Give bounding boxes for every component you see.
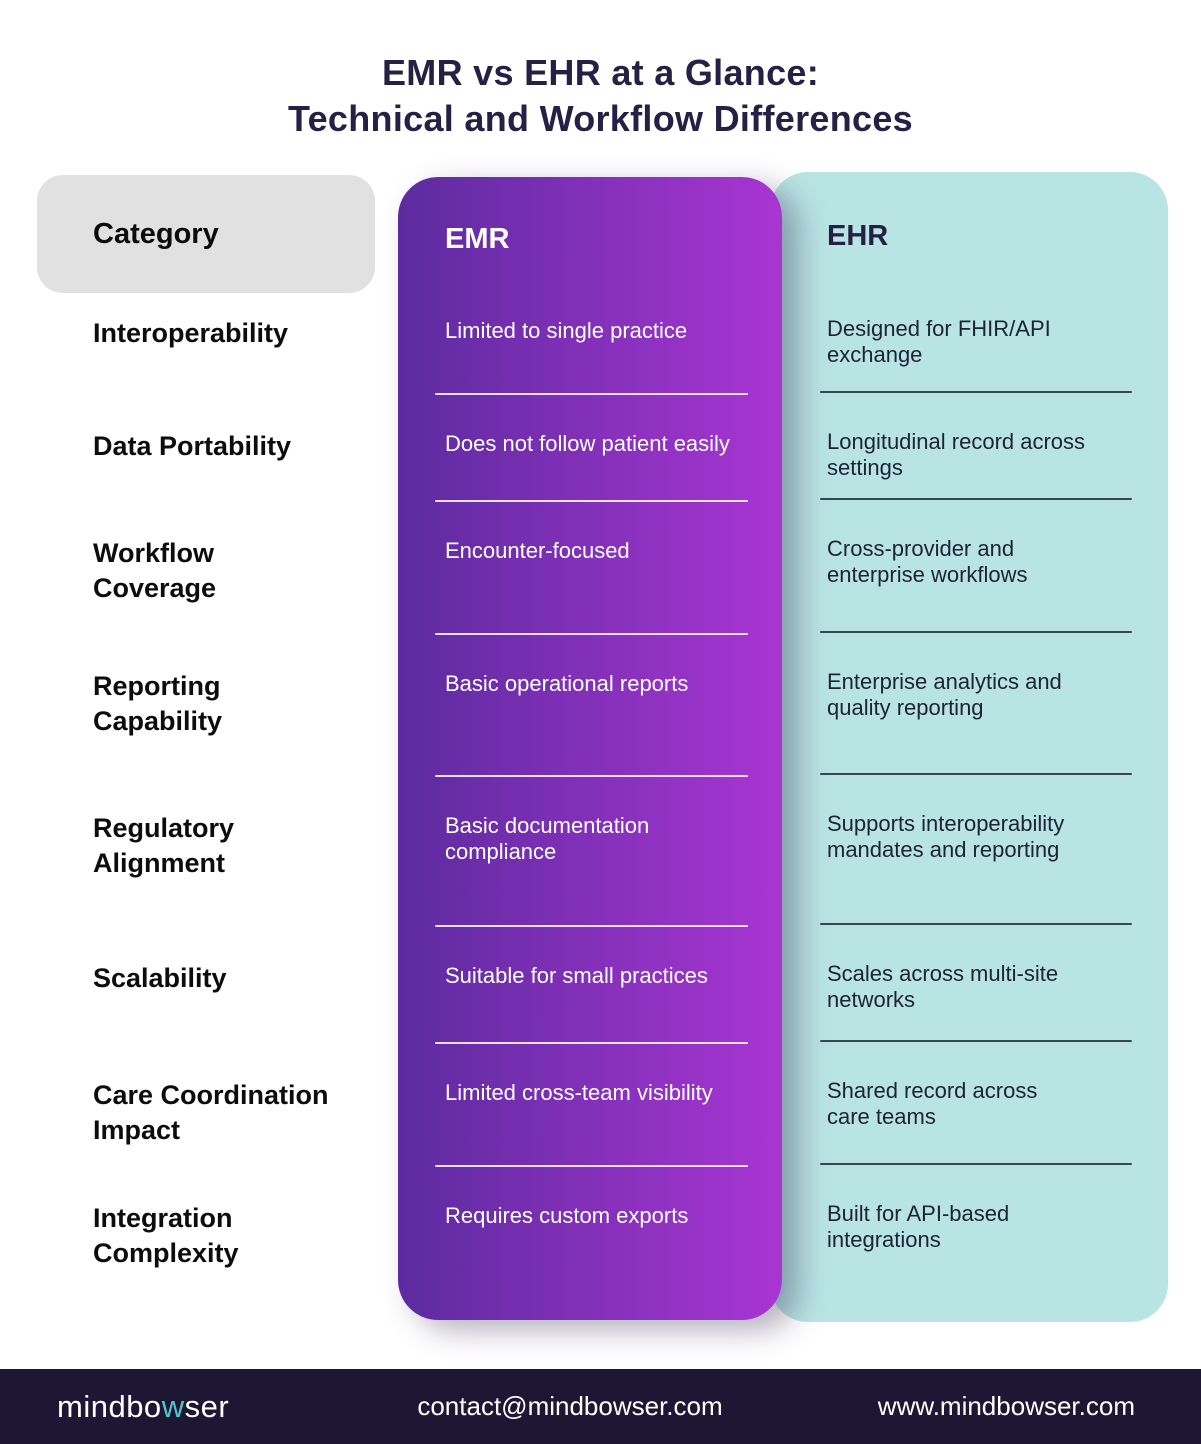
row-divider: [820, 391, 1132, 393]
category-cell: Interoperability: [93, 318, 289, 348]
row-divider: [820, 631, 1132, 633]
table-row: Limited to single practice: [398, 302, 782, 395]
ehr-cell: Enterprise analytics and quality reporti…: [827, 669, 1062, 721]
brand-logo: mindbowser: [57, 1389, 229, 1425]
emr-cell: Does not follow patient easily: [445, 431, 730, 456]
row-divider: [820, 923, 1132, 925]
logo-text-right: ser: [184, 1388, 230, 1424]
logo-accent-letter: w: [161, 1388, 185, 1424]
row-divider: [435, 1165, 748, 1167]
table-row: Shared record across care teams: [770, 1042, 1168, 1165]
category-cell: Scalability: [93, 963, 227, 993]
category-cell: Data Portability: [93, 431, 292, 461]
ehr-header-label: EHR: [827, 219, 889, 252]
category-cell: Workflow Coverage: [93, 538, 217, 604]
logo-text-left: mindbo: [57, 1388, 162, 1424]
table-row: Does not follow patient easily: [398, 395, 782, 502]
emr-cell: Suitable for small practices: [445, 963, 708, 988]
table-row: Limited cross-team visibility: [398, 1044, 782, 1167]
ehr-cell: Designed for FHIR/API exchange: [827, 316, 1051, 368]
row-divider: [435, 925, 748, 927]
row-divider: [820, 498, 1132, 500]
row-divider: [820, 1040, 1132, 1042]
table-row: Basic documentation compliance: [398, 777, 782, 927]
ehr-cell: Supports interoperability mandates and r…: [827, 811, 1065, 863]
category-cell: Care Coordination Impact: [93, 1080, 329, 1146]
table-row: Built for API-based integrations: [770, 1165, 1168, 1318]
table-row: Designed for FHIR/API exchange: [770, 300, 1168, 393]
column-header-ehr: EHR: [770, 172, 1168, 300]
category-cell: Integration Complexity: [93, 1203, 239, 1269]
column-header-emr: EMR: [398, 177, 782, 302]
ehr-cell: Cross-provider and enterprise workflows: [827, 536, 1028, 588]
row-divider: [435, 775, 748, 777]
row-divider: [435, 1042, 748, 1044]
row-divider: [435, 500, 748, 502]
ehr-column: EHR Designed for FHIR/API exchange Longi…: [770, 172, 1168, 1322]
row-divider: [820, 773, 1132, 775]
table-row: Suitable for small practices: [398, 927, 782, 1044]
website-link[interactable]: www.mindbowser.com: [877, 1391, 1135, 1421]
emr-column: EMR Limited to single practice Does not …: [398, 177, 782, 1320]
table-row: Longitudinal record across settings: [770, 393, 1168, 500]
page-title: EMR vs EHR at a Glance: Technical and Wo…: [287, 52, 913, 140]
table-row: Scales across multi-site networks: [770, 925, 1168, 1042]
ehr-cell: Longitudinal record across settings: [827, 429, 1086, 481]
emr-cell: Requires custom exports: [445, 1203, 689, 1228]
row-divider: [820, 1163, 1132, 1165]
category-column: Interoperability Data Portability Workfl…: [37, 300, 375, 1318]
emr-cell: Limited to single practice: [445, 318, 688, 343]
emr-cell: Basic operational reports: [445, 671, 689, 696]
table-row: Enterprise analytics and quality reporti…: [770, 633, 1168, 775]
ehr-cell: Built for API-based integrations: [827, 1201, 1010, 1253]
row-divider: [435, 393, 748, 395]
emr-header-label: EMR: [445, 223, 510, 255]
table-row: Encounter-focused: [398, 502, 782, 635]
category-header-label: Category: [93, 217, 219, 250]
emr-cell: Basic documentation compliance: [445, 813, 650, 865]
table-row: Cross-provider and enterprise workflows: [770, 500, 1168, 633]
table-row: Basic operational reports: [398, 635, 782, 777]
emr-cell: Limited cross-team visibility: [445, 1080, 713, 1105]
category-cell: Reporting Capability: [93, 671, 223, 737]
table-row: Requires custom exports: [398, 1167, 782, 1320]
row-divider: [435, 633, 748, 635]
emr-cell: Encounter-focused: [445, 538, 630, 563]
ehr-cell: Scales across multi-site networks: [827, 961, 1059, 1013]
footer: mindbowser contact@mindbowser.com www.mi…: [0, 1369, 1201, 1444]
column-header-category: Category: [37, 175, 375, 293]
table-row: Supports interoperability mandates and r…: [770, 775, 1168, 925]
ehr-cell: Shared record across care teams: [827, 1078, 1038, 1130]
contact-email-link[interactable]: contact@mindbowser.com: [417, 1391, 723, 1421]
category-cell: Regulatory Alignment: [93, 813, 235, 879]
